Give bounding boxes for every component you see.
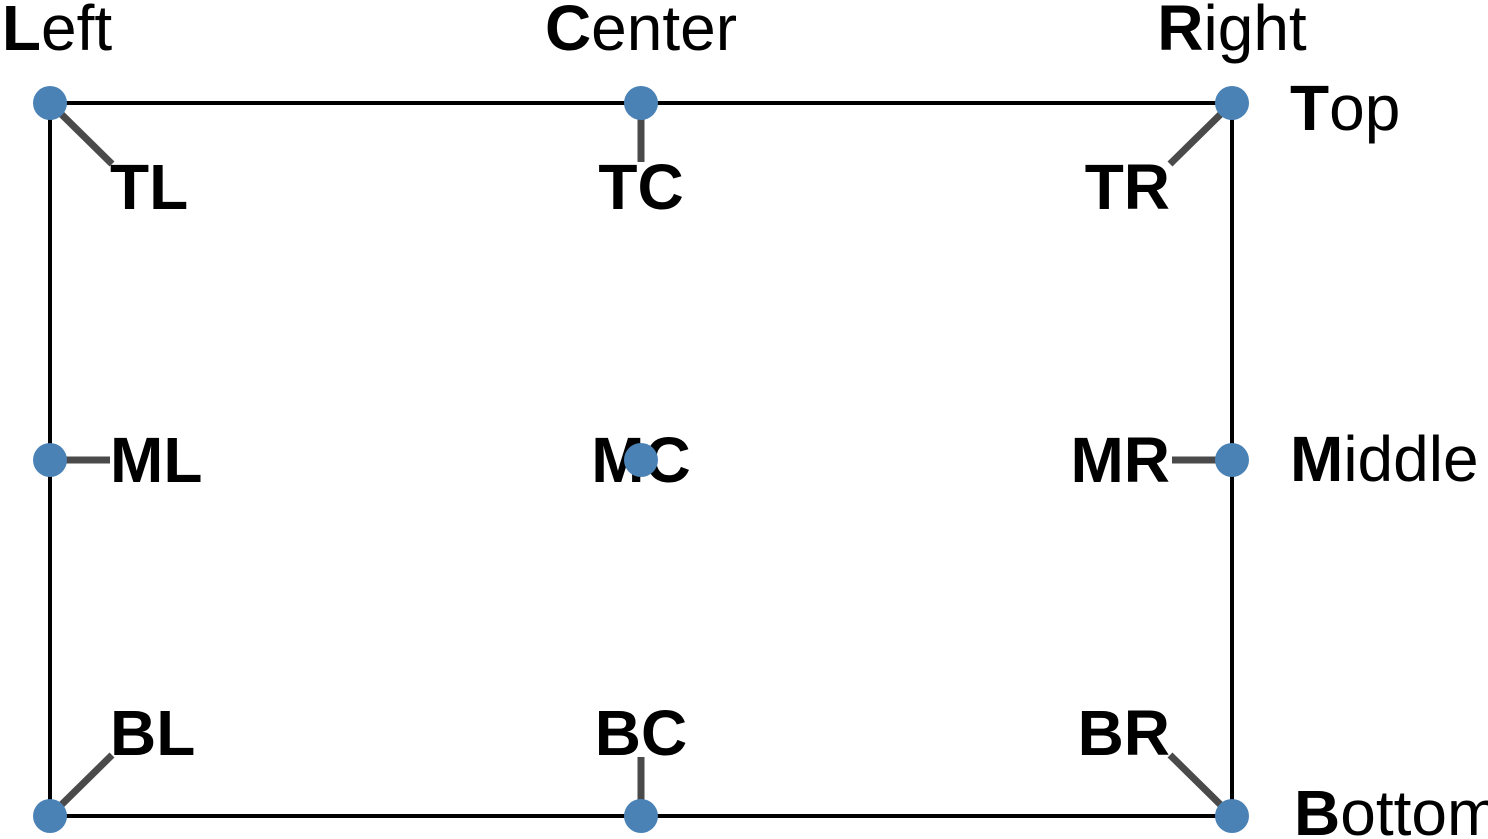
anchor-dot-ml — [33, 443, 67, 477]
anchor-dot-tr — [1215, 86, 1249, 120]
anchor-label-tr: TR — [1084, 151, 1170, 223]
anchor-dot-bc — [624, 799, 658, 833]
anchor-label-br: BR — [1077, 697, 1170, 769]
anchor-dot-tl — [33, 86, 67, 120]
column-header-left: Left — [2, 0, 112, 60]
column-header-left-rest: eft — [40, 0, 113, 64]
anchor-dot-bl — [33, 799, 67, 833]
connector-line-tl — [47, 100, 115, 167]
anchor-label-bc: BC — [594, 697, 688, 769]
column-header-right-initial: R — [1157, 0, 1204, 64]
anchor-dot-mr — [1215, 443, 1249, 477]
column-header-right: Right — [1157, 0, 1306, 60]
column-header-center: Center — [545, 0, 737, 60]
row-label-middle-rest: iddle — [1343, 423, 1479, 495]
anchor-label-tc: TC — [598, 151, 684, 223]
row-label-top-rest: op — [1329, 72, 1401, 144]
anchor-label-tl: TL — [110, 151, 189, 223]
row-label-middle: Middle — [1290, 427, 1479, 491]
row-label-top: Top — [1290, 76, 1400, 140]
row-label-bottom: Bottom — [1294, 781, 1488, 839]
anchor-label-mr: MR — [1070, 424, 1170, 496]
anchor-dot-tc — [624, 86, 658, 120]
anchor-label-mc: MC — [591, 424, 691, 496]
column-header-center-initial: C — [544, 0, 592, 64]
column-header-center-rest: enter — [591, 0, 738, 64]
row-label-top-initial: T — [1290, 72, 1330, 144]
row-label-middle-initial: M — [1290, 423, 1344, 495]
connector-line-bl — [47, 752, 115, 819]
anchor-label-ml: ML — [110, 424, 203, 496]
row-label-bottom-rest: ottom — [1340, 777, 1488, 839]
row-label-bottom-initial: B — [1294, 777, 1341, 839]
connector-line-tr — [1167, 100, 1235, 167]
column-header-right-rest: ight — [1203, 0, 1307, 64]
anchor-label-bl: BL — [110, 697, 196, 769]
column-header-left-initial: L — [1, 0, 41, 64]
connector-line-br — [1167, 752, 1235, 819]
anchor-dot-br — [1215, 799, 1249, 833]
